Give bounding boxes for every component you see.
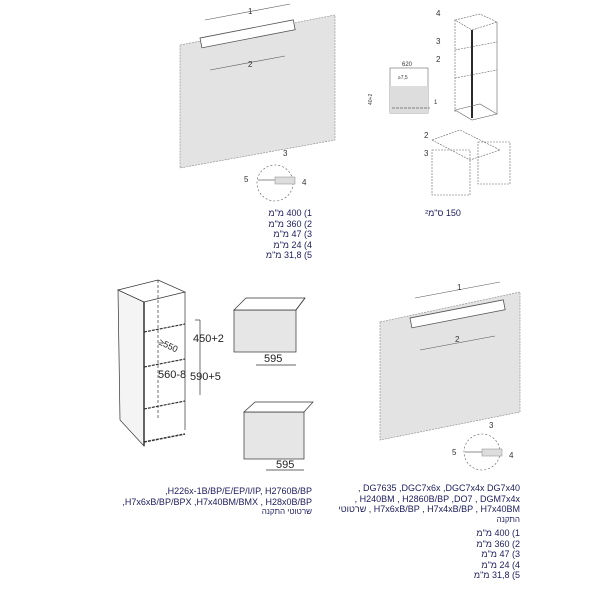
bottom-right-models: , DG7635 ,DGC7x6x ,DGC7x4x DG7x40 , H240… xyxy=(320,483,520,581)
callout-2: 2 xyxy=(455,335,460,344)
cabinet-dimensions: 450+2 590+5 ≥550 560-8 595 595 xyxy=(157,333,294,471)
inset-callout-1: 1 xyxy=(434,100,438,106)
caption: התקנה xyxy=(496,514,520,524)
callout-2: 2 xyxy=(248,60,253,69)
dimension-item: 2) 360 מ"מ xyxy=(268,218,312,229)
callout-5: 5 xyxy=(244,175,249,184)
top-right-labels: 4 3 2 620 ≥7,5 40+2 1 2 3 xyxy=(368,9,441,158)
dimension-item: 4) 24 מ"מ xyxy=(481,559,520,570)
callout-3: 3 xyxy=(489,421,494,430)
callout-4: 4 xyxy=(436,9,441,18)
callout-4: 4 xyxy=(302,178,307,187)
inset-gap: ≥7,5 xyxy=(398,75,408,81)
dimension-item: 1) 400 מ"מ xyxy=(476,528,520,538)
model-list-line: , H240BM , H2860B/BP ,DO7 , DGM7x4x xyxy=(354,493,520,504)
bottom-left-models: ,H226x-1B/BP/E/EP/I/IP, H2760B/BP ,H7x6x… xyxy=(102,486,312,518)
cabinet-niche-diagram xyxy=(116,279,314,471)
callout-3: 3 xyxy=(436,37,441,46)
callout-3-lower: 3 xyxy=(424,149,429,158)
inset-height: 40+2 xyxy=(368,94,374,105)
inset-width: 620 xyxy=(402,62,413,68)
dim-front-width-1: 595 xyxy=(264,353,282,365)
model-list-line: , DG7635 ,DGC7x6x ,DGC7x4x DG7x40 xyxy=(357,483,520,493)
dim-front-width-2: 595 xyxy=(276,459,294,471)
callout-3: 3 xyxy=(283,149,288,158)
dimension-item: 5) 31,8 מ"מ xyxy=(265,250,312,260)
top-left-dimension-list: 1) 400 מ"מ 2) 360 מ"מ 3) 47 מ"מ 4) 24 מ"… xyxy=(192,208,312,261)
ventilation-caption: 150 ס"מ² xyxy=(425,208,461,218)
dimension-item: 3) 47 מ"מ xyxy=(273,229,312,239)
dim-depth: ≥550 xyxy=(157,337,179,355)
model-list-line: שרטוטי , H7x6xB/BP , H7x4xB/BP , H7x40BM xyxy=(338,504,520,514)
dimension-item: 3) 47 מ"מ xyxy=(481,549,520,559)
callout-1: 1 xyxy=(457,283,462,292)
model-list-line: ,H226x-1B/BP/E/EP/I/IP, H2760B/BP xyxy=(165,486,312,496)
dim-height-upper: 450+2 xyxy=(193,333,224,345)
caption: שרטוטי התקנה xyxy=(261,507,312,516)
callout-2: 2 xyxy=(436,55,441,64)
model-list-line: ,H7x6xB/BP/BPX ,H7x40BM/BMX , H28x0B/BP xyxy=(122,496,312,507)
dimension-item: 1) 400 מ"מ xyxy=(268,208,312,218)
dim-width: 560-8 xyxy=(158,369,186,381)
callout-1: 1 xyxy=(248,7,253,16)
callout-2-lower: 2 xyxy=(424,131,429,140)
wall-panel-diagram-top: 1 2 3 5 4 xyxy=(179,3,336,202)
dimension-item: 4) 24 מ"מ xyxy=(273,239,312,250)
tall-cabinet-ventilation-diagram xyxy=(389,13,511,196)
dimension-item: 2) 360 מ"מ xyxy=(476,538,520,549)
dimension-item: 5) 31,8 מ"מ xyxy=(473,570,520,580)
callout-5: 5 xyxy=(452,448,457,457)
dim-height-lower: 590+5 xyxy=(190,371,221,383)
callout-4: 4 xyxy=(509,451,514,460)
wall-panel-diagram-bottom: 1 2 3 5 4 xyxy=(379,281,521,471)
